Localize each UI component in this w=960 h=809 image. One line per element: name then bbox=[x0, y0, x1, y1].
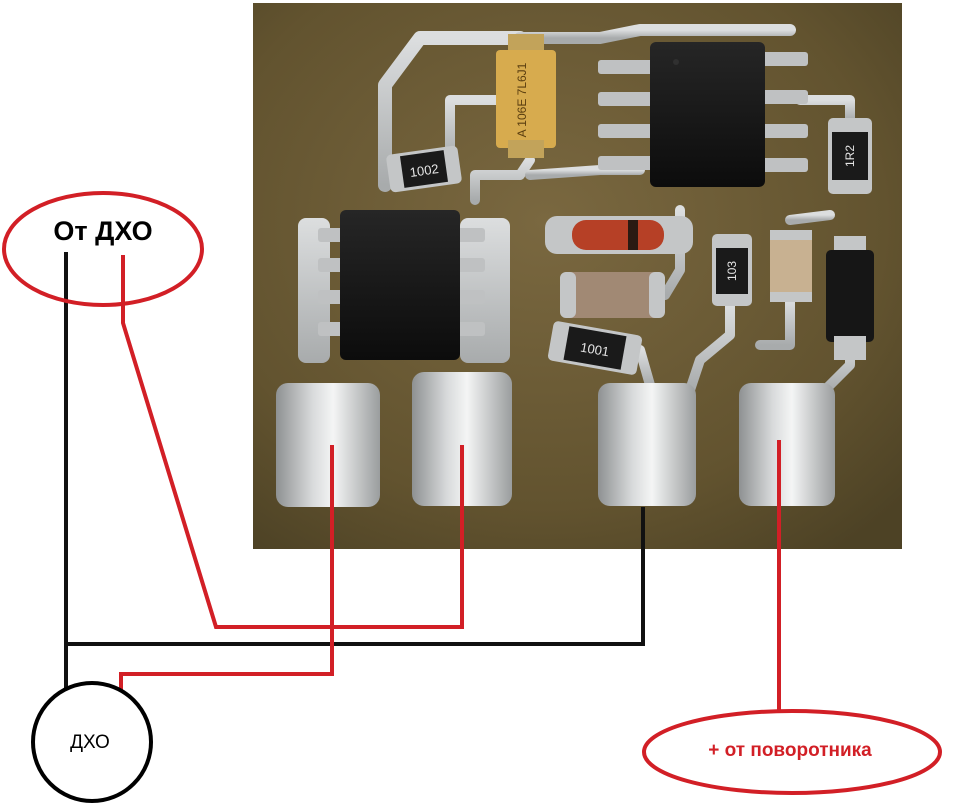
ic-chip-left bbox=[298, 210, 510, 363]
turn-signal-callout: + от поворотника bbox=[642, 709, 942, 795]
solder-pads bbox=[276, 372, 835, 507]
resistor-103-label: 103 bbox=[725, 261, 739, 281]
red-wires bbox=[119, 255, 781, 727]
black-wire-drl-ground bbox=[64, 252, 645, 646]
resistor-103: 103 bbox=[712, 234, 752, 306]
resistor-1002: 1002 bbox=[386, 145, 462, 193]
drl-lamp-circle: ДХО bbox=[31, 681, 153, 803]
red-wire-from-callout bbox=[121, 255, 464, 629]
glass-diode bbox=[545, 216, 693, 254]
resistor-1001: 1001 bbox=[548, 321, 642, 375]
pcb-board: A 106E 7L6J1 1002 1001 1R2 103 bbox=[253, 3, 902, 549]
source-callout-label: От ДХО bbox=[53, 216, 152, 246]
ceramic-capacitor-large bbox=[560, 272, 665, 318]
capacitor-marking: A 106E 7L6J1 bbox=[515, 62, 529, 137]
turn-signal-callout-label: + от поворотника bbox=[708, 740, 872, 761]
black-wires bbox=[64, 252, 645, 690]
ic-chip-right bbox=[598, 42, 808, 187]
resistor-1002-label: 1002 bbox=[409, 161, 440, 180]
pad-1 bbox=[276, 383, 380, 507]
red-wire-to-circle bbox=[119, 445, 334, 692]
resistor-1r2-label: 1R2 bbox=[843, 145, 857, 167]
resistor-1001-label: 1001 bbox=[579, 340, 610, 360]
ceramic-capacitor-small bbox=[770, 230, 812, 302]
pad-3 bbox=[598, 383, 696, 506]
smd-diode bbox=[826, 236, 874, 360]
resistor-1r2: 1R2 bbox=[828, 118, 872, 194]
pad-4 bbox=[739, 383, 835, 506]
source-callout: От ДХО bbox=[2, 191, 204, 307]
tantalum-capacitor: A 106E 7L6J1 bbox=[496, 34, 556, 158]
drl-circle-label: ДХО bbox=[70, 732, 110, 753]
pad-2 bbox=[412, 372, 512, 506]
